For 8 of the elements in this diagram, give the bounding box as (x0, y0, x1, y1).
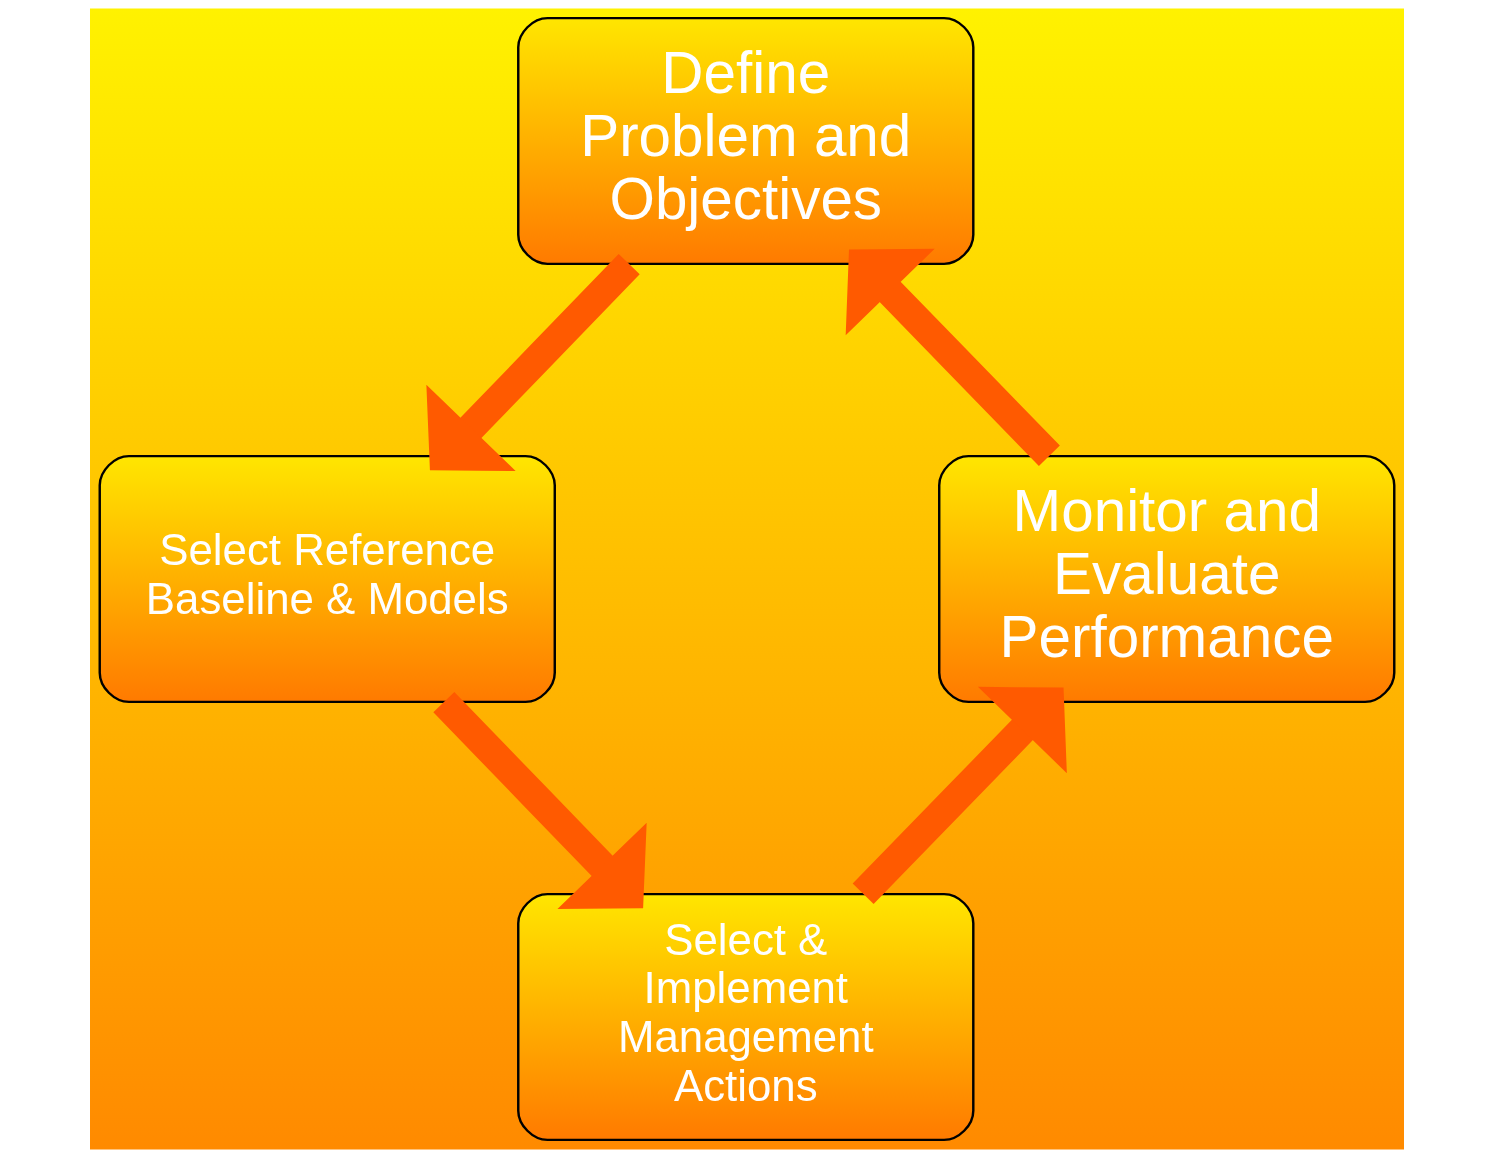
node-box: Define Problem and Objectives (516, 16, 974, 266)
node-box: Select & Implement Management Actions (516, 892, 974, 1142)
arrow (845, 248, 1060, 466)
arrow (432, 691, 647, 909)
node-box: Select Reference Baseline & Models (98, 454, 556, 704)
arrow (852, 686, 1067, 904)
arrow (425, 253, 640, 471)
node-box: Monitor and Evaluate Performance (937, 454, 1395, 704)
